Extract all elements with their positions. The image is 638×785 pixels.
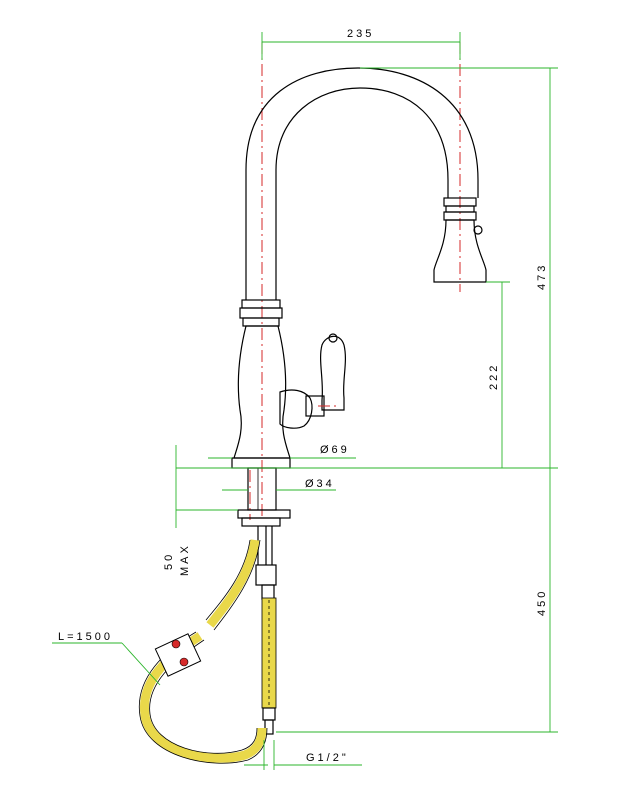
dim-max-thickness-label: MAX: [179, 543, 191, 576]
spout-inner-curve: [275, 87, 449, 300]
collar-ring-bottom: [242, 317, 280, 327]
fixing-nut: [241, 517, 281, 527]
dim-hose-length: L=1500: [58, 631, 113, 643]
fixing-washer: [237, 509, 291, 519]
hose-connector: [255, 564, 277, 586]
dimension-lines: [52, 32, 558, 770]
hose-end-fitting: [262, 707, 276, 721]
dim-spout-reach: 235: [347, 28, 374, 40]
dim-shank-diameter: Ø34: [305, 478, 335, 490]
dim-max-thickness-value: 50: [163, 552, 175, 570]
faucet-body: [231, 67, 487, 600]
dimension-labels: 235 473 222 Ø69 Ø34 50 MAX 450 L=1500 G1…: [58, 28, 548, 764]
dim-under-counter-length: 450: [536, 589, 548, 616]
dim-total-height: 473: [536, 263, 548, 290]
supply-hose: [138, 539, 277, 764]
dim-connection-thread: G1/2": [306, 752, 349, 764]
collar-ring: [239, 307, 283, 319]
dim-base-diameter: Ø69: [320, 444, 350, 456]
collar-ring-top: [241, 299, 281, 309]
base-plate: [231, 457, 291, 469]
spray-button: [473, 225, 483, 235]
hose-weight: [154, 633, 202, 677]
lever-handle: [279, 333, 347, 429]
center-lines: [249, 42, 461, 520]
spout-outer-curve: [245, 67, 479, 300]
dim-spout-clearance: 222: [488, 363, 500, 390]
